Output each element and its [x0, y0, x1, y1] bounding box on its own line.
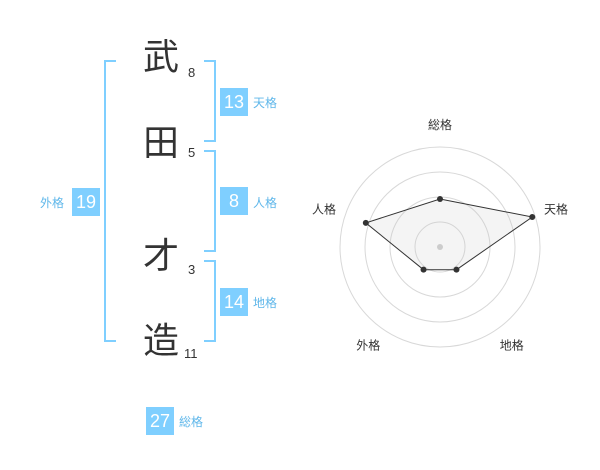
gaikaku-value: 19 [72, 188, 100, 216]
radar-center [437, 244, 443, 250]
name-char-3: 才 [142, 236, 179, 277]
name-char-4: 造 [142, 321, 179, 362]
soukaku-value: 27 [146, 407, 174, 435]
gaikaku-bracket [104, 60, 116, 342]
radar-point-3 [420, 266, 427, 273]
radar-ring-4 [339, 146, 541, 348]
stroke-count-3: 3 [188, 262, 196, 277]
radar-axis-label-0: 総格 [428, 117, 452, 132]
gaikaku-label: 外格 [40, 196, 65, 210]
radar-axis-label-2: 地格 [500, 338, 524, 353]
radar-polygon [364, 198, 534, 271]
jinkaku-value: 8 [220, 187, 248, 215]
chikaku-value: 14 [220, 288, 248, 316]
radar-ring-3 [364, 171, 516, 323]
radar-points [362, 196, 536, 273]
name-char-1: 武 [142, 37, 179, 78]
radar-point-0 [437, 196, 443, 202]
stroke-count-1: 8 [188, 65, 196, 80]
radar-point-1 [529, 214, 536, 221]
radar-axis-label-1: 天格 [544, 201, 568, 216]
jinkaku-bracket [204, 150, 216, 252]
radar-axis-label-3: 外格 [356, 338, 380, 353]
chikaku-bracket [204, 260, 216, 342]
radar-ring-1 [414, 221, 466, 273]
tenkaku-bracket [204, 60, 216, 142]
tenkaku-value: 13 [220, 88, 248, 116]
chikaku-label: 地格 [253, 296, 278, 310]
radar-point-2 [453, 266, 460, 273]
name-char-2: 田 [142, 123, 179, 164]
tenkaku-label: 天格 [253, 96, 278, 110]
jinkaku-label: 人格 [253, 196, 278, 210]
soukaku-label: 総格 [179, 415, 204, 429]
radar-point-4 [362, 219, 369, 226]
stroke-count-2: 5 [188, 145, 196, 160]
stroke-count-4: 11 [184, 346, 198, 361]
radar-axis-label-4: 人格 [312, 201, 336, 216]
